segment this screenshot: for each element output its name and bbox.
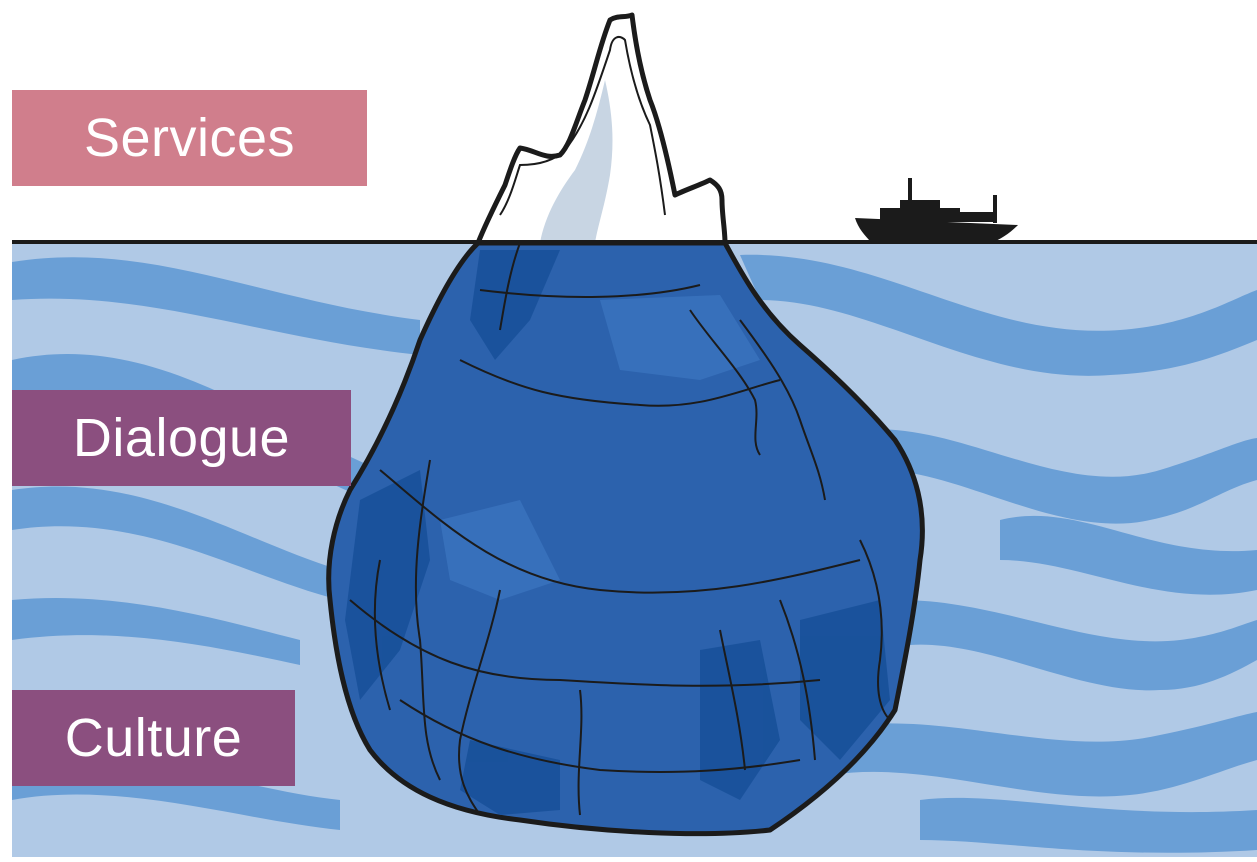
ship-icon bbox=[855, 178, 1018, 243]
culture-label: Culture bbox=[12, 690, 295, 786]
services-label: Services bbox=[12, 90, 367, 186]
dialogue-label: Dialogue bbox=[12, 390, 351, 486]
